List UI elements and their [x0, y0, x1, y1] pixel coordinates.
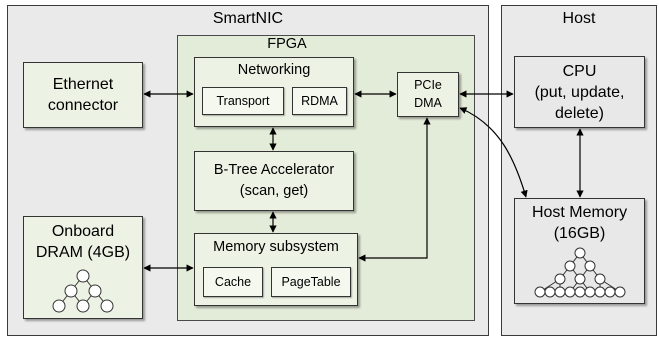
tree-icon	[52, 269, 114, 313]
ethernet-line2: connector	[47, 97, 119, 114]
transport-block	[202, 87, 284, 115]
rdma-label: RDMA	[301, 94, 338, 108]
cpu-line3: delete)	[555, 105, 604, 122]
ethernet-line1: Ethernet	[52, 76, 114, 93]
pcie-dma-block	[397, 72, 459, 117]
cpu-line1: CPU	[562, 63, 597, 80]
cache-block	[203, 267, 263, 297]
host-title: Host	[562, 10, 596, 27]
btree-line2: (scan, get)	[239, 183, 309, 199]
pagetable-block	[271, 267, 351, 297]
pagetable-label: PageTable	[281, 275, 341, 289]
tree-icon	[534, 247, 626, 298]
transport-label: Transport	[216, 94, 270, 108]
dram-line2: DRAM (4GB)	[35, 244, 131, 261]
cpu-block	[514, 56, 645, 128]
fpga-title: FPGA	[267, 36, 307, 52]
memsub-title: Memory subsystem	[213, 239, 339, 255]
networking-title: Networking	[237, 62, 311, 78]
ethernet-connector	[23, 62, 143, 128]
btree-accelerator	[194, 151, 354, 211]
btree-line1: B-Tree Accelerator	[213, 162, 335, 178]
cpu-line2: (put, update,	[534, 84, 625, 101]
rdma-block	[292, 87, 347, 115]
hostmem-line1: Host Memory	[531, 204, 628, 221]
smartnic-title: SmartNIC	[212, 10, 284, 27]
pcie-line1: PCIe	[414, 78, 442, 92]
hostmem-line2: (16GB)	[553, 225, 606, 242]
cache-label: Cache	[214, 275, 252, 289]
dram-line1: Onboard	[51, 223, 115, 240]
pcie-line2: DMA	[414, 96, 442, 110]
